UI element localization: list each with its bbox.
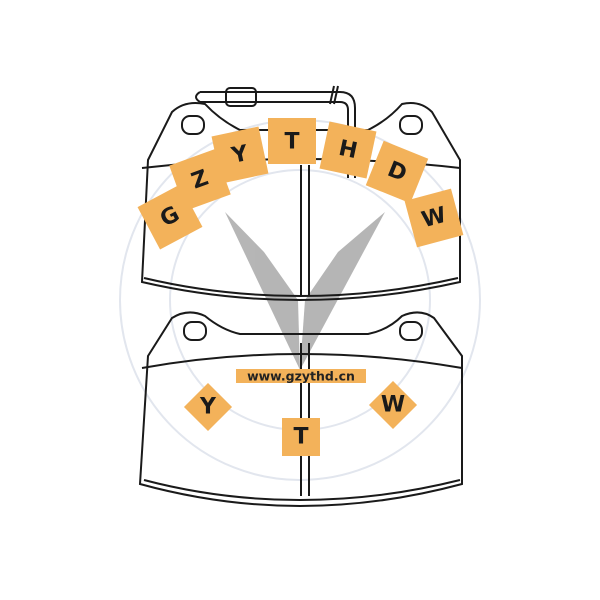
- lower-tile-y: Y: [183, 382, 233, 432]
- url-text: www.gzythd.cn: [247, 369, 355, 384]
- arc-letter: H: [336, 136, 359, 164]
- watermark-lower-letters: Y T W: [183, 380, 418, 456]
- arc-tile-d: D: [365, 140, 429, 204]
- lower-tile-w: W: [368, 380, 418, 430]
- v-logo-icon: [225, 212, 385, 370]
- arc-tile-h: H: [319, 121, 377, 179]
- lower-letter: T: [293, 425, 308, 450]
- arc-tile-z: Z: [169, 149, 231, 211]
- watermark-url: www.gzythd.cn: [236, 369, 366, 384]
- arc-letter: Y: [229, 141, 252, 169]
- lower-letter: Y: [199, 395, 217, 420]
- arc-tile-y: Y: [211, 126, 269, 184]
- arc-tile-w: W: [404, 188, 464, 248]
- arc-tile-t: T: [268, 118, 316, 164]
- lower-letter: W: [381, 393, 405, 418]
- watermark-arc-letters: G Z Y T H D W: [137, 118, 464, 250]
- lower-tile-t: T: [282, 418, 320, 456]
- arc-letter: T: [284, 130, 299, 155]
